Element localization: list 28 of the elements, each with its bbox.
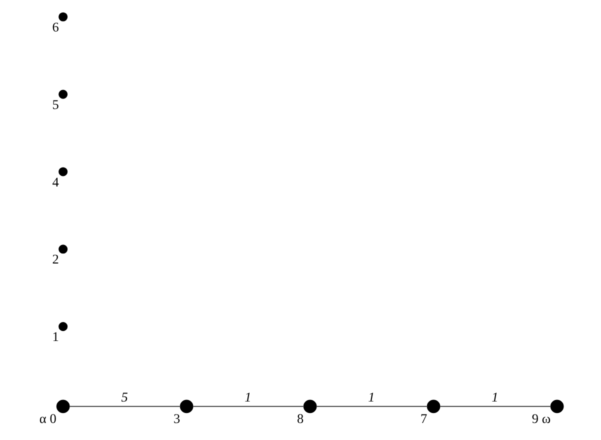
connector [316,406,427,408]
node-label: 1 [52,329,58,344]
node-circle [58,167,68,176]
node-label: 9 ω [531,411,550,426]
node-label: α 0 [38,411,56,426]
node-circle [58,90,68,99]
node-circle [58,12,68,22]
connector [439,406,550,408]
node-circle [56,400,70,414]
node-label: 4 [52,174,58,190]
node-circle [58,244,68,254]
node-circle [426,400,440,414]
edge-label: 1 [368,389,374,404]
node-label: 2 [52,252,58,267]
edge-label: 1 [491,389,498,404]
node-circle [179,400,193,414]
node-label: 8 [296,411,304,426]
edge-label: 1 [244,389,251,404]
node-circle [302,400,316,414]
node-label: 6 [52,19,58,34]
node-label: 7 [420,411,427,426]
connector [192,406,304,408]
node-label: 3 [173,411,180,426]
edge-label: 5 [120,389,128,404]
node-circle [58,322,68,332]
node-circle [550,400,564,414]
node-label: 5 [52,96,58,112]
connector [69,406,180,408]
